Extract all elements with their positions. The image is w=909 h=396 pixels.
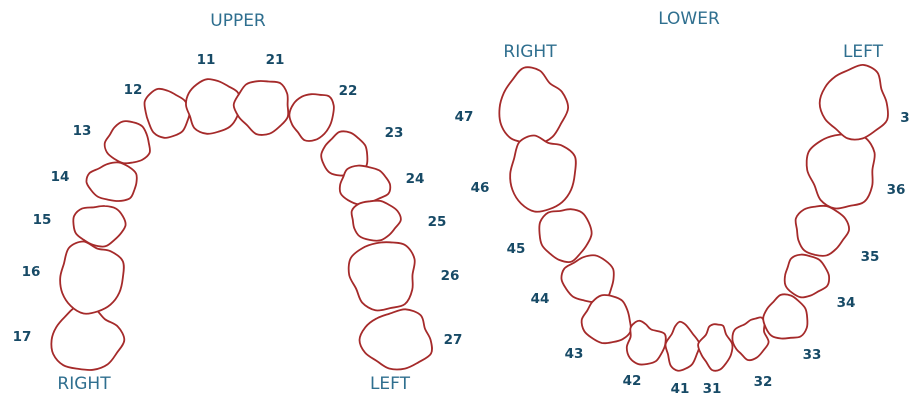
tooth-outline-42[interactable] — [625, 319, 667, 366]
upper-tooth-17[interactable]: 17 — [13, 304, 126, 371]
tooth-number-36: 36 — [887, 182, 906, 198]
upper-right-label: RIGHT — [57, 374, 111, 394]
tooth-number-32: 32 — [754, 374, 773, 390]
tooth-number-42: 42 — [623, 373, 642, 389]
upper-tooth-23[interactable]: 23 — [320, 125, 404, 177]
lower-tooth-41[interactable]: 41 — [664, 320, 701, 396]
tooth-outline-35[interactable] — [794, 204, 850, 257]
lower-title: LOWER — [658, 9, 720, 29]
tooth-number-44: 44 — [531, 291, 550, 307]
lower-tooth-47[interactable]: 47 — [455, 66, 569, 145]
tooth-outline-33[interactable] — [762, 293, 809, 340]
upper-teeth-group: 17 16 15 14 13 12 11 21 22 23 24 25 26 27 — [13, 52, 463, 371]
tooth-number-16: 16 — [22, 264, 41, 280]
lower-tooth-46[interactable]: 46 — [471, 134, 577, 213]
upper-left-label: LEFT — [370, 374, 411, 394]
tooth-outline-15[interactable] — [72, 205, 127, 248]
tooth-number-12: 12 — [124, 82, 143, 98]
upper-tooth-24[interactable]: 24 — [338, 164, 425, 206]
lower-tooth-45[interactable]: 45 — [507, 208, 593, 263]
upper-tooth-21[interactable]: 21 — [232, 52, 290, 136]
lower-tooth-36[interactable]: 36 — [805, 133, 906, 210]
tooth-outline-27[interactable] — [358, 308, 433, 371]
tooth-number-41: 41 — [671, 381, 690, 396]
tooth-outline-47[interactable] — [498, 66, 569, 145]
tooth-outline-46[interactable] — [509, 134, 577, 213]
lower-left-label: LEFT — [843, 42, 884, 62]
tooth-outline-14[interactable] — [85, 161, 138, 202]
upper-tooth-11[interactable]: 11 — [185, 52, 241, 135]
tooth-outline-22[interactable] — [288, 93, 335, 142]
tooth-outline-36[interactable] — [805, 133, 876, 210]
tooth-outline-12[interactable] — [143, 87, 191, 139]
tooth-number-46: 46 — [471, 180, 490, 196]
tooth-outline-17[interactable] — [50, 304, 126, 371]
tooth-number-33: 33 — [803, 347, 822, 363]
upper-tooth-16[interactable]: 16 — [22, 240, 125, 315]
upper-tooth-26[interactable]: 26 — [347, 241, 460, 312]
tooth-number-17: 17 — [13, 329, 32, 345]
tooth-outline-41[interactable] — [664, 320, 701, 372]
upper-tooth-14[interactable]: 14 — [51, 161, 138, 202]
tooth-number-14: 14 — [51, 169, 70, 185]
tooth-number-47: 47 — [455, 109, 474, 125]
tooth-outline-32[interactable] — [731, 316, 770, 362]
tooth-number-34: 34 — [837, 295, 856, 311]
tooth-outline-37[interactable] — [818, 63, 889, 141]
tooth-outline-34[interactable] — [783, 253, 830, 299]
tooth-outline-25[interactable] — [350, 199, 402, 242]
upper-tooth-25[interactable]: 25 — [350, 199, 447, 242]
lower-tooth-31[interactable]: 31 — [697, 323, 734, 396]
tooth-outline-21[interactable] — [232, 80, 290, 136]
tooth-outline-16[interactable] — [59, 240, 125, 315]
tooth-number-15: 15 — [33, 212, 52, 228]
tooth-outline-11[interactable] — [185, 78, 241, 135]
upper-title: UPPER — [210, 11, 266, 31]
upper-tooth-27[interactable]: 27 — [358, 308, 463, 371]
tooth-number-23: 23 — [385, 125, 404, 141]
tooth-number-45: 45 — [507, 241, 526, 257]
tooth-number-24: 24 — [406, 171, 425, 187]
tooth-number-43: 43 — [565, 346, 584, 362]
tooth-number-26: 26 — [441, 268, 460, 284]
tooth-number-27: 27 — [444, 332, 463, 348]
lower-teeth-group: 47 46 45 44 43 42 41 31 32 33 34 35 36 3 — [455, 63, 909, 396]
tooth-number-35: 35 — [861, 249, 880, 265]
tooth-outline-43[interactable] — [580, 294, 632, 345]
lower-tooth-33[interactable]: 33 — [762, 293, 822, 363]
tooth-number-25: 25 — [428, 214, 447, 230]
upper-tooth-22[interactable]: 22 — [288, 83, 358, 142]
tooth-number-31: 31 — [703, 381, 722, 396]
tooth-outline-26[interactable] — [347, 241, 416, 312]
upper-tooth-12[interactable]: 12 — [124, 82, 191, 139]
tooth-outline-13[interactable] — [103, 120, 151, 165]
tooth-number-22: 22 — [339, 83, 358, 99]
tooth-number-21: 21 — [266, 52, 285, 68]
tooth-number-37: 3 — [900, 110, 909, 126]
lower-tooth-35[interactable]: 35 — [794, 204, 880, 265]
upper-tooth-13[interactable]: 13 — [73, 120, 151, 165]
tooth-number-11: 11 — [197, 52, 216, 68]
lower-tooth-37[interactable]: 3 — [818, 63, 909, 141]
tooth-outline-24[interactable] — [338, 164, 392, 206]
lower-tooth-34[interactable]: 34 — [783, 253, 856, 311]
upper-tooth-15[interactable]: 15 — [33, 205, 127, 248]
tooth-number-13: 13 — [73, 123, 92, 139]
lower-tooth-42[interactable]: 42 — [623, 319, 667, 389]
tooth-outline-31[interactable] — [697, 323, 734, 372]
lower-tooth-43[interactable]: 43 — [565, 294, 632, 362]
lower-right-label: RIGHT — [503, 42, 557, 62]
tooth-outline-45[interactable] — [538, 208, 593, 263]
